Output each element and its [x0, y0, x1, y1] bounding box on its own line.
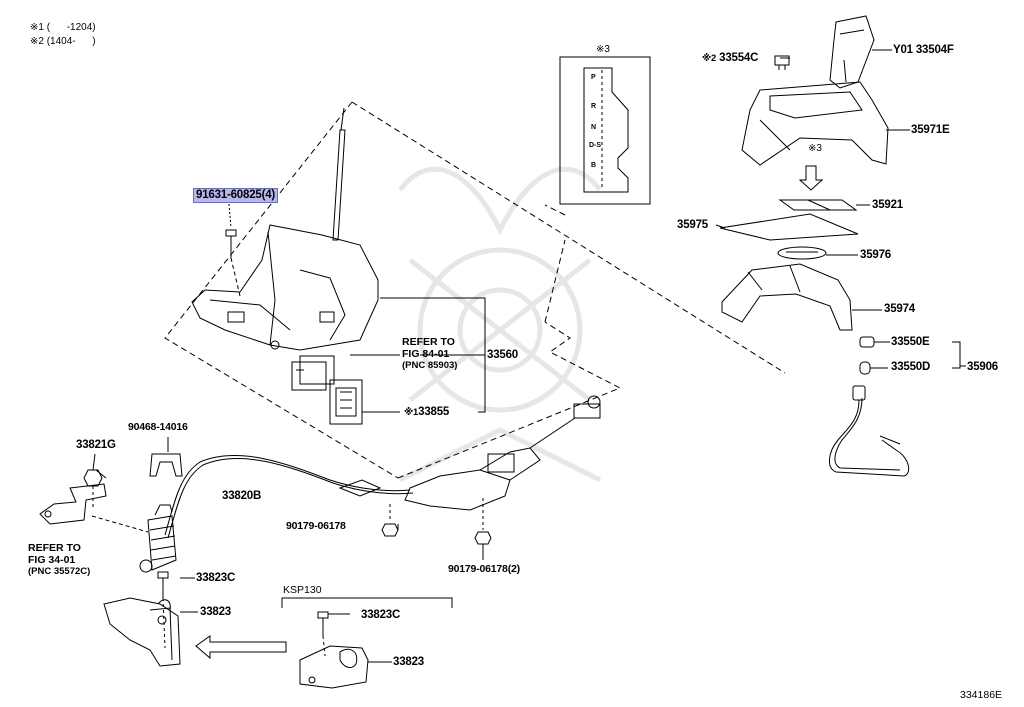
dashed-boundary-main: [351, 101, 786, 374]
gate-position-ds: D-S: [589, 142, 602, 149]
part-label-33550d[interactable]: 33550D: [891, 361, 931, 373]
part-label-90179-a[interactable]: 90179-06178: [286, 520, 346, 532]
part-label-90179-b[interactable]: 90179-06178(2): [448, 563, 520, 575]
clip-33554c: [774, 55, 790, 70]
part-label-33823c-a[interactable]: 33823C: [196, 572, 236, 584]
part-label-35974[interactable]: 35974: [884, 303, 915, 315]
part-label-35906[interactable]: 35906: [967, 361, 998, 373]
nut-90179-a: [381, 523, 399, 537]
shift-bezel-35971e: [741, 81, 889, 166]
diagram-id: 334186E: [960, 689, 1003, 701]
housing-35974: [721, 263, 882, 331]
insert-arrow-35921: [798, 165, 824, 191]
shift-gate-box: [559, 56, 651, 205]
part-prefix-33554c: ※2: [702, 53, 717, 64]
part-label-33820b[interactable]: 33820B: [222, 490, 262, 502]
bracket-33823-a: [103, 597, 181, 667]
ksp130-bracket-line: [281, 597, 453, 608]
cable-end-right: [338, 395, 601, 511]
note-2: ※2 (1404- ): [30, 36, 96, 47]
variant-label: KSP130: [283, 584, 322, 596]
part-label-35971e[interactable]: 35971E: [911, 124, 950, 136]
gate-position-r: R: [591, 103, 597, 110]
refer-fig-84[interactable]: REFER TO FIG 84-01 (PNC 85903): [402, 336, 458, 372]
gate-position-p: P: [591, 74, 596, 81]
nut-90179-b: [474, 531, 492, 545]
part-label-35976[interactable]: 35976: [860, 249, 891, 261]
clip-90468: [149, 453, 183, 477]
refer-84-line1: REFER TO: [402, 336, 455, 348]
part-label-33550e[interactable]: 33550E: [891, 336, 930, 348]
direction-arrow: [195, 635, 287, 660]
shift-cable-33820b: [139, 455, 414, 573]
part-label-90468[interactable]: 90468-14016: [128, 421, 188, 433]
cover-35975: [715, 213, 859, 241]
bracket-33823-b: [299, 645, 369, 689]
shift-gate-header: ※3: [596, 44, 610, 55]
refer-fig-34[interactable]: REFER TO FIG 34-01 (PNC 35572C): [28, 542, 91, 578]
part-label-33823-a[interactable]: 33823: [200, 606, 231, 618]
bolt-33823c-b: [317, 611, 329, 657]
shift-knob: [829, 15, 875, 89]
part-label-33554c[interactable]: ※2 33554C: [702, 52, 758, 65]
part-label-33560[interactable]: 33560: [487, 349, 518, 361]
bolt-91631: [225, 203, 241, 297]
part-label-35921[interactable]: 35921: [872, 199, 903, 211]
gate-position-b: B: [591, 162, 597, 169]
refer-84-line2: FIG 84-01: [402, 347, 450, 360]
refer-34-line2: FIG 34-01: [28, 553, 76, 566]
watermark-emblem: [398, 166, 602, 483]
bulb-assembly: [829, 336, 966, 477]
connector-33560: [291, 355, 335, 391]
part-label-33823-b[interactable]: 33823: [393, 656, 424, 668]
part-label-33855[interactable]: ※133855: [404, 406, 449, 419]
bracket-refer34: [39, 483, 107, 525]
gate-position-n: N: [591, 124, 597, 131]
plate-35921: [778, 199, 870, 211]
part-label-91631-highlighted[interactable]: 91631-60825(4): [193, 188, 279, 203]
part-label-33504f[interactable]: Y01 33504F: [893, 44, 954, 56]
nut-33821g: [83, 469, 103, 508]
refer-34-line1: REFER TO: [28, 542, 81, 554]
disc-35976: [777, 246, 858, 260]
part-code-33855: 33855: [418, 406, 450, 418]
bolt-33823c-a: [157, 571, 169, 649]
refer-34-line3: (PNC 35572C): [28, 566, 91, 577]
shift-lever-assembly: [191, 107, 379, 351]
refer-84-line3: (PNC 85903): [402, 360, 458, 371]
connector-33855: [329, 379, 363, 425]
part-code-33554c: 33554C: [719, 52, 759, 64]
part-label-35975[interactable]: 35975: [677, 219, 708, 231]
part-label-33821g[interactable]: 33821G: [76, 439, 116, 451]
part-label-33823c-b[interactable]: 33823C: [361, 609, 401, 621]
arrow-note: ※3: [808, 143, 822, 154]
note-1: ※1 ( -1204): [30, 22, 96, 33]
part-prefix-33855: ※1: [404, 407, 419, 418]
